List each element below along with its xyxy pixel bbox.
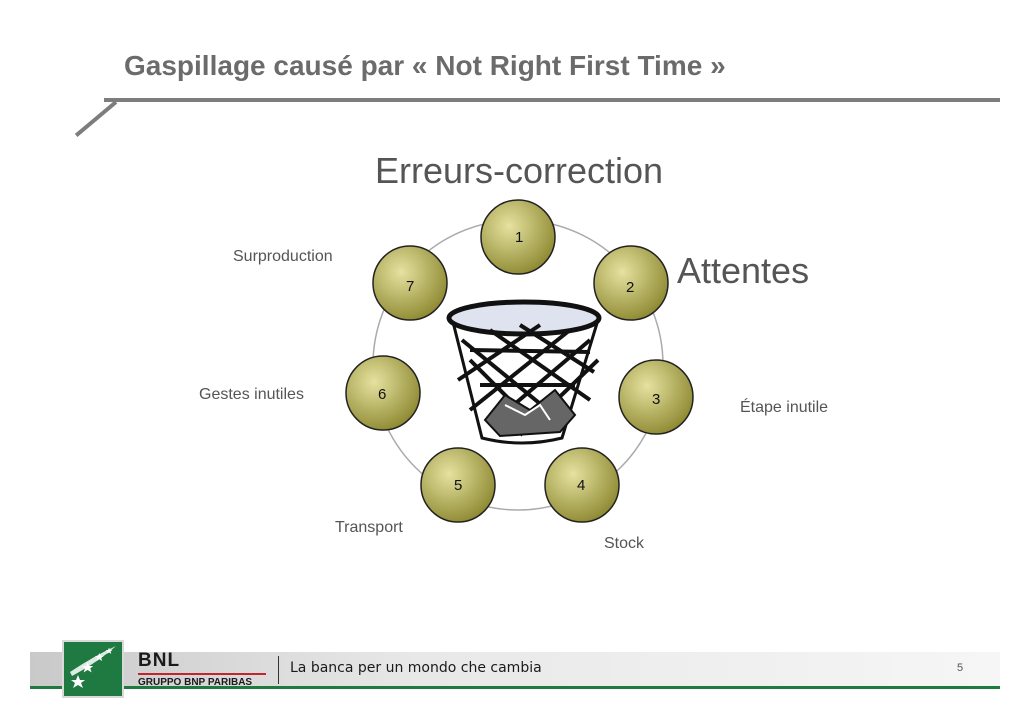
slide-title: Gaspillage causé par « Not Right First T…: [124, 50, 726, 81]
brand-name: BNL: [138, 650, 181, 671]
node-circle-3: [618, 359, 694, 435]
bnl-logo: [62, 640, 124, 698]
node-circle-2: [593, 245, 669, 321]
node-number-7: 7: [406, 278, 415, 295]
node-circle-4: [544, 447, 620, 523]
footer-band: [30, 652, 1000, 688]
label-attentes: Attentes: [677, 250, 810, 291]
brand-group: GRUPPO BNP PARIBAS: [138, 677, 253, 688]
trash-bin-icon: [446, 299, 602, 445]
tagline: La banca per un mondo che cambia: [290, 660, 542, 676]
label-surproduction: Surproduction: [233, 248, 333, 265]
stars-icon: [70, 646, 116, 688]
node-circle-6: [345, 355, 421, 431]
footer-line: [30, 686, 1000, 689]
node-number-3: 3: [652, 391, 661, 408]
node-circle-1: [480, 199, 556, 275]
node-number-1: 1: [515, 229, 524, 246]
label-erreurs-correction: Erreurs-correction: [375, 150, 664, 191]
node-number-5: 5: [454, 477, 463, 494]
label-stock: Stock: [604, 535, 645, 552]
label-etape-inutile: Étape inutile: [740, 399, 829, 416]
page-number: 5: [957, 662, 964, 674]
label-transport: Transport: [335, 519, 403, 536]
node-number-4: 4: [577, 477, 586, 494]
node-circle-7: [372, 245, 448, 321]
title-rule: [104, 98, 1000, 102]
node-number-2: 2: [626, 279, 635, 296]
node-layer: [345, 199, 694, 523]
label-gestes-inutiles: Gestes inutiles: [199, 386, 304, 403]
brand-underline: [138, 673, 266, 675]
node-number-6: 6: [378, 386, 387, 403]
tagline-separator: [278, 656, 279, 684]
node-circle-5: [420, 447, 496, 523]
